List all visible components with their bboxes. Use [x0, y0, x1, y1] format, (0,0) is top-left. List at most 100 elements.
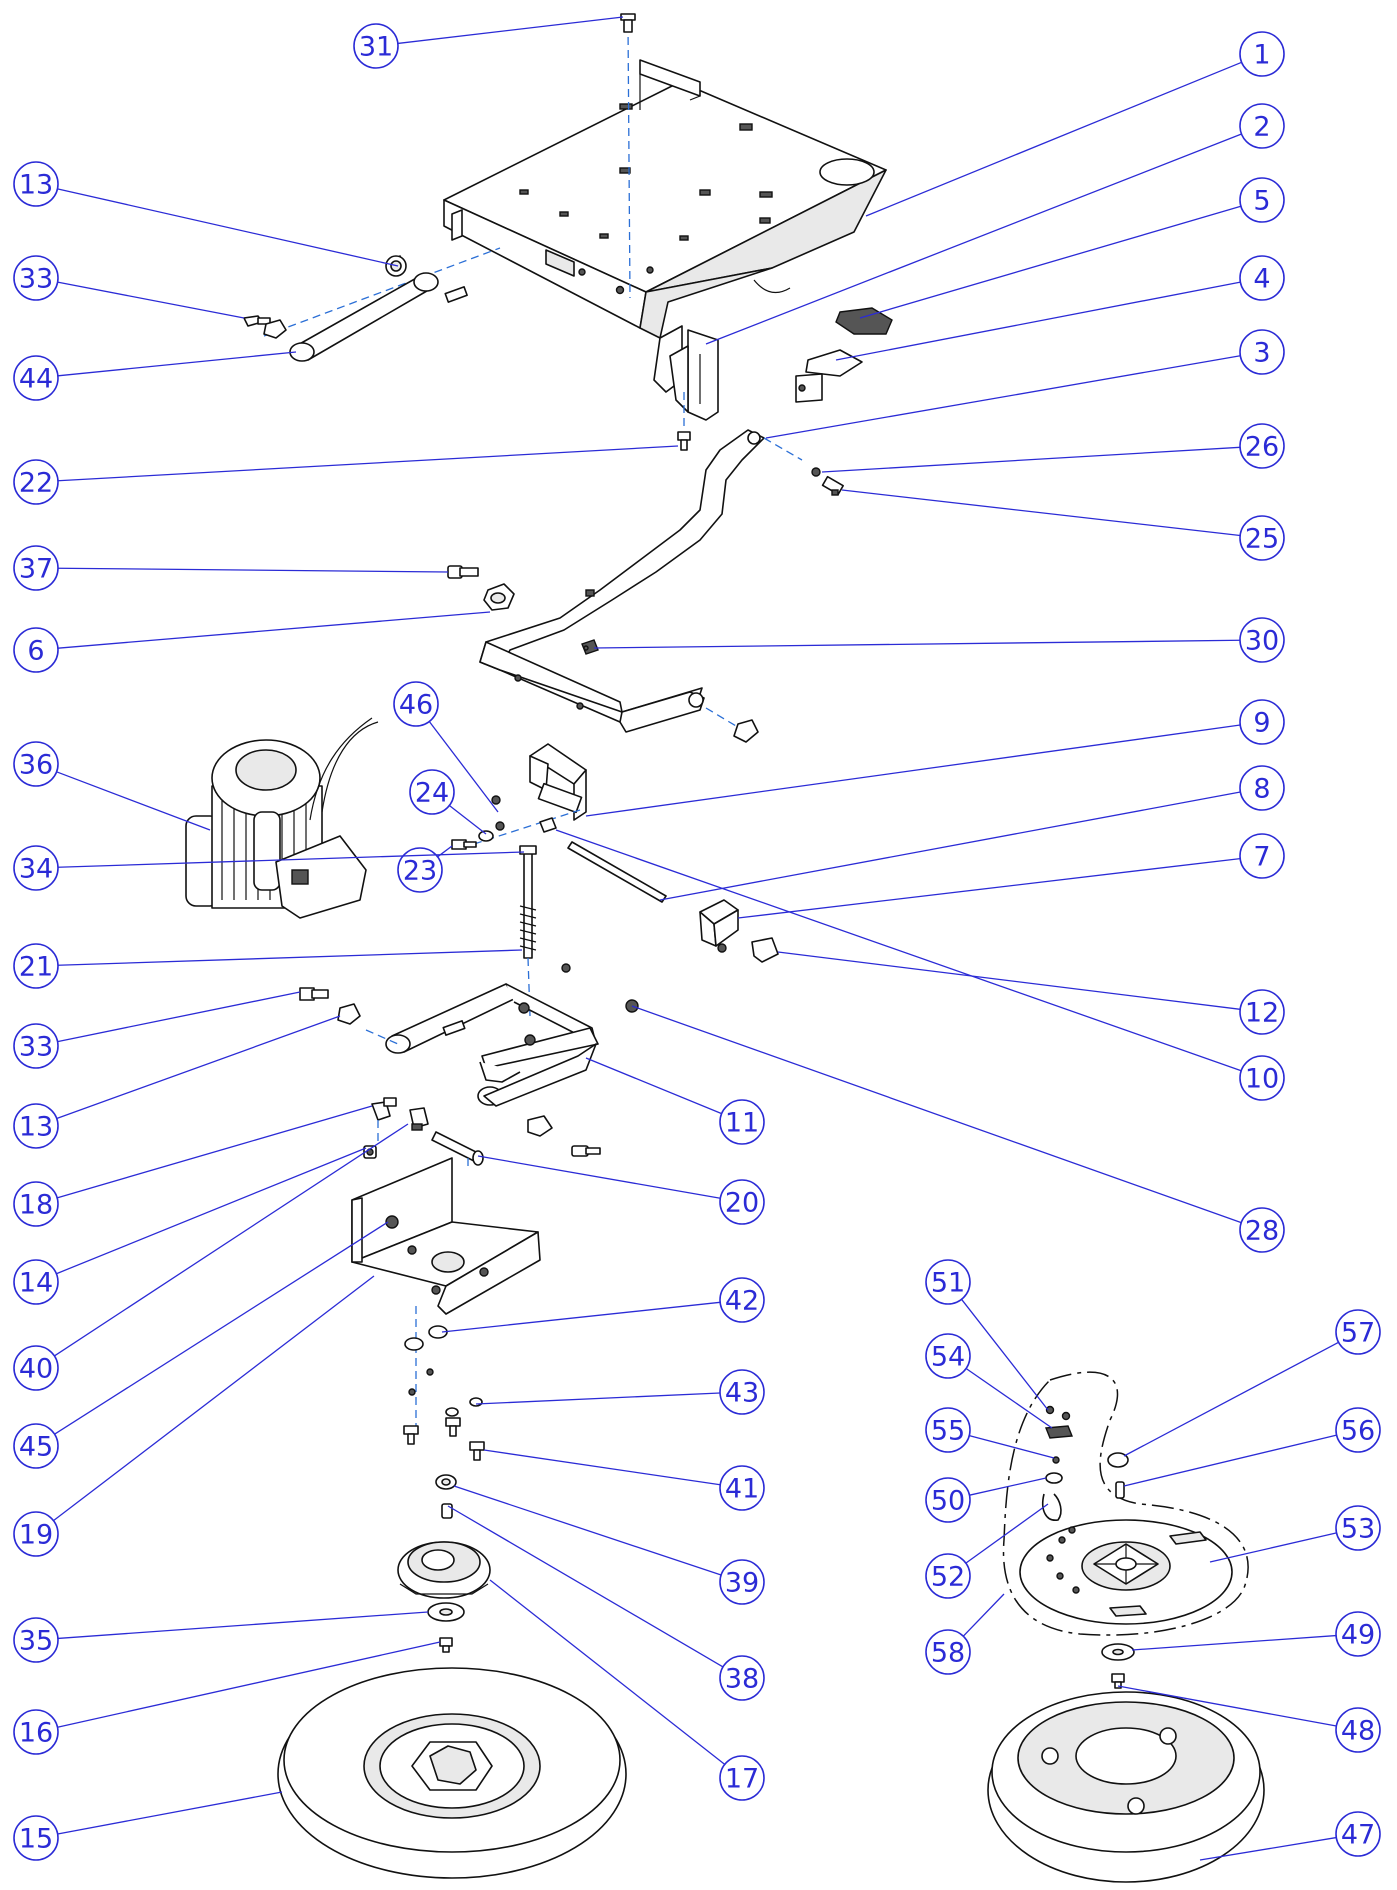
part-frame-11	[365, 963, 599, 1107]
callout-58: 58	[925, 1593, 1005, 1675]
callout-leader-line	[1209, 1532, 1337, 1563]
callout-balloon	[13, 741, 59, 787]
callout-balloon	[13, 1103, 59, 1149]
callout-leader-line	[56, 1015, 341, 1120]
callout-55: 55	[925, 1407, 1055, 1459]
callout-number: 7	[1253, 842, 1270, 873]
callout-balloon	[13, 943, 59, 989]
callout-leader-line	[54, 1123, 409, 1357]
part-knob-12	[717, 937, 779, 963]
callout-number: 18	[19, 1190, 53, 1221]
callout-leader-line	[447, 1505, 724, 1668]
callout-39: 39	[453, 1485, 765, 1605]
callout-leader-line	[475, 1392, 721, 1405]
callout-21: 21	[13, 943, 523, 989]
callout-balloon	[925, 1477, 971, 1523]
callout-leader-line	[483, 1449, 721, 1486]
callout-leader-line	[57, 611, 491, 649]
callout-leader-line	[1131, 1634, 1337, 1651]
callout-leader-line	[397, 16, 624, 45]
callout-54: 54	[925, 1333, 1053, 1429]
part-brush-disc-15	[277, 1667, 627, 1879]
callout-leader-line	[965, 1503, 1049, 1564]
callout-leader-line	[585, 1057, 722, 1115]
callout-leader-line	[841, 489, 1241, 537]
callout-number: 12	[1245, 998, 1279, 1029]
callout-leader-line	[57, 1791, 283, 1835]
callout-leader-line	[859, 205, 1242, 319]
callout-16: 16	[13, 1641, 441, 1755]
callout-balloon	[1239, 765, 1285, 811]
callout-number: 25	[1245, 524, 1279, 555]
callout-7: 7	[737, 833, 1285, 919]
part-screw-48	[1111, 1673, 1125, 1689]
callout-33: 33	[13, 991, 301, 1069]
callout-number: 11	[725, 1108, 759, 1139]
callout-balloon	[13, 1259, 59, 1305]
callout-leader-line	[453, 1485, 722, 1576]
callout-balloon	[719, 1369, 765, 1415]
callout-balloon	[1239, 699, 1285, 745]
callout-balloon	[13, 161, 59, 207]
callout-40: 40	[13, 1123, 409, 1391]
callout-number: 52	[931, 1562, 965, 1593]
callout-leader-line	[585, 724, 1241, 817]
callout-44: 44	[13, 351, 297, 401]
callout-14: 14	[13, 1147, 367, 1305]
callout-number: 14	[19, 1268, 53, 1299]
callout-balloon	[13, 1023, 59, 1069]
callout-balloon	[1239, 329, 1285, 375]
callout-balloon	[719, 1655, 765, 1701]
callout-46: 46	[393, 681, 499, 813]
callout-leader-line	[57, 991, 301, 1043]
callout-20: 20	[477, 1155, 765, 1225]
callout-leader-line	[489, 1579, 726, 1765]
part-hardware-38-43	[403, 1325, 485, 1519]
part-bolt-nut-lower	[527, 1115, 601, 1157]
part-washer-35	[427, 1602, 465, 1622]
callout-25: 25	[841, 489, 1285, 561]
callout-balloon	[1335, 1811, 1381, 1857]
callout-47: 47	[1199, 1811, 1381, 1861]
callout-leader-line	[441, 1301, 721, 1333]
callout-leader-line	[865, 61, 1242, 217]
callout-leader-line	[477, 1155, 721, 1199]
callout-number: 51	[931, 1268, 965, 1299]
callout-26: 26	[821, 423, 1285, 473]
part-fasteners-23-24-46	[451, 795, 581, 850]
callout-leader-line	[57, 949, 523, 966]
callout-number: 9	[1253, 708, 1270, 739]
callout-balloon	[13, 1511, 59, 1557]
callout-balloon	[13, 1423, 59, 1469]
callout-balloon	[13, 545, 59, 591]
callout-18: 18	[13, 1105, 373, 1227]
callout-balloon	[719, 1755, 765, 1801]
callout-42: 42	[441, 1277, 765, 1333]
callout-5: 5	[859, 177, 1285, 319]
part-fasteners-13-33-lower	[299, 987, 361, 1025]
callout-balloon	[1239, 617, 1285, 663]
callout-leader-line	[56, 1105, 373, 1199]
callout-leader-line	[593, 639, 1241, 649]
callout-leader-line	[835, 281, 1241, 361]
callout-11: 11	[585, 1057, 765, 1145]
callout-balloon	[1239, 1207, 1285, 1253]
callout-leader-line	[555, 829, 1242, 1072]
callout-balloon	[13, 1709, 59, 1755]
callout-balloon	[925, 1333, 971, 1379]
callout-leader-line	[57, 851, 525, 868]
callout-balloon	[1239, 103, 1285, 149]
callout-leader-line	[631, 1005, 1242, 1224]
callout-number: 23	[403, 856, 437, 887]
callout-17: 17	[489, 1579, 765, 1801]
callout-45: 45	[13, 1221, 389, 1469]
callout-balloon	[719, 1099, 765, 1145]
callout-balloon	[925, 1553, 971, 1599]
part-pad-holder-47	[987, 1691, 1265, 1883]
callout-number: 43	[725, 1378, 759, 1409]
callout-number: 56	[1341, 1416, 1375, 1447]
callout-13: 13	[13, 161, 399, 267]
callout-leader-line	[969, 1434, 1055, 1459]
callout-leader-line	[765, 355, 1241, 439]
